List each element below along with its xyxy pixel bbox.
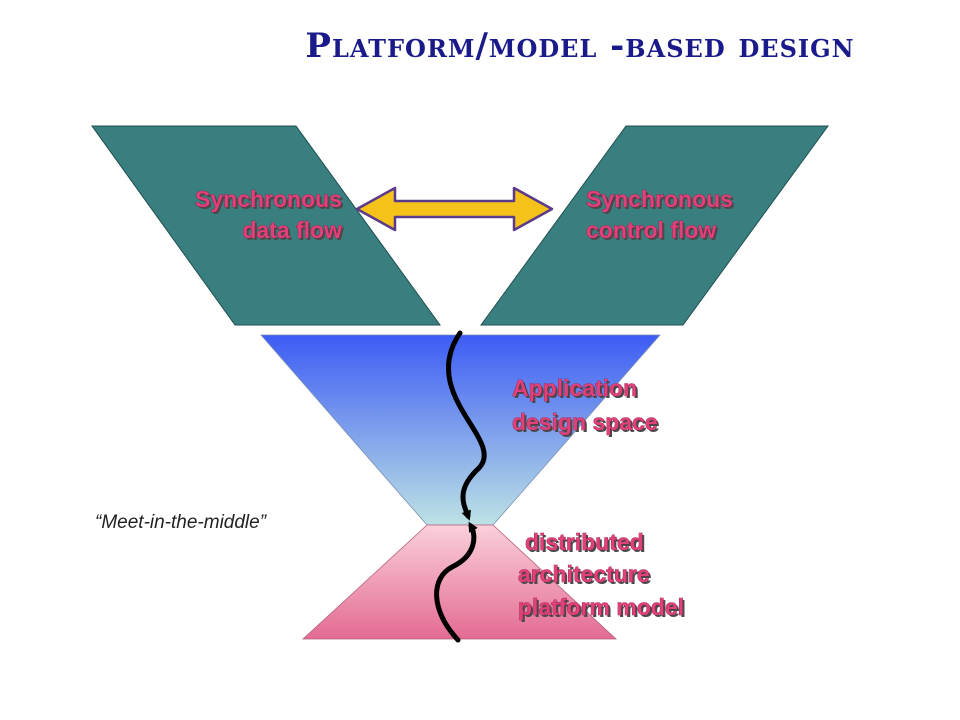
svg-text:Synchronous: Synchronous [197,188,344,214]
sync-control-flow-line-1: Synchronous [586,186,733,212]
page-title: Platform/model -based design [305,26,855,66]
synchronous-data-flow-label: Synchronous Synchronous data flow data f… [195,186,344,245]
synchronous-control-flow-label: Synchronous Synchronous control flow con… [586,186,735,245]
sync-data-flow-line-1: Synchronous [195,186,342,212]
svg-text:platform model: platform model [520,596,686,622]
svg-text:Application: Application [514,377,639,403]
application-design-space-label: Application Application design space des… [512,375,660,437]
synchronous-data-flow-shape [91,125,441,326]
platform-line-2: architecture [518,561,650,587]
double-headed-arrow-icon [355,186,554,232]
svg-text:design space: design space [514,411,660,437]
svg-text:control flow: control flow [588,219,718,245]
synchronous-control-flow-shape [480,125,829,326]
application-line-1: Application [512,375,637,401]
svg-text:Synchronous: Synchronous [588,188,735,214]
svg-text:distributed: distributed [527,531,646,557]
sync-data-flow-line-2: data flow [242,217,342,243]
platform-line-3: platform model [518,594,684,620]
svg-text:architecture: architecture [520,563,652,589]
wavy-up-arrow-icon [434,521,478,643]
sync-control-flow-line-2: control flow [586,217,716,243]
wavy-down-arrow-icon [445,330,487,521]
platform-model-label: distributed distributed architecture arc… [518,529,686,622]
platform-line-1: distributed [525,529,644,555]
meet-in-the-middle-label: “Meet-in-the-middle” [95,512,268,533]
application-line-2: design space [512,409,658,435]
svg-text:data flow: data flow [244,219,344,245]
